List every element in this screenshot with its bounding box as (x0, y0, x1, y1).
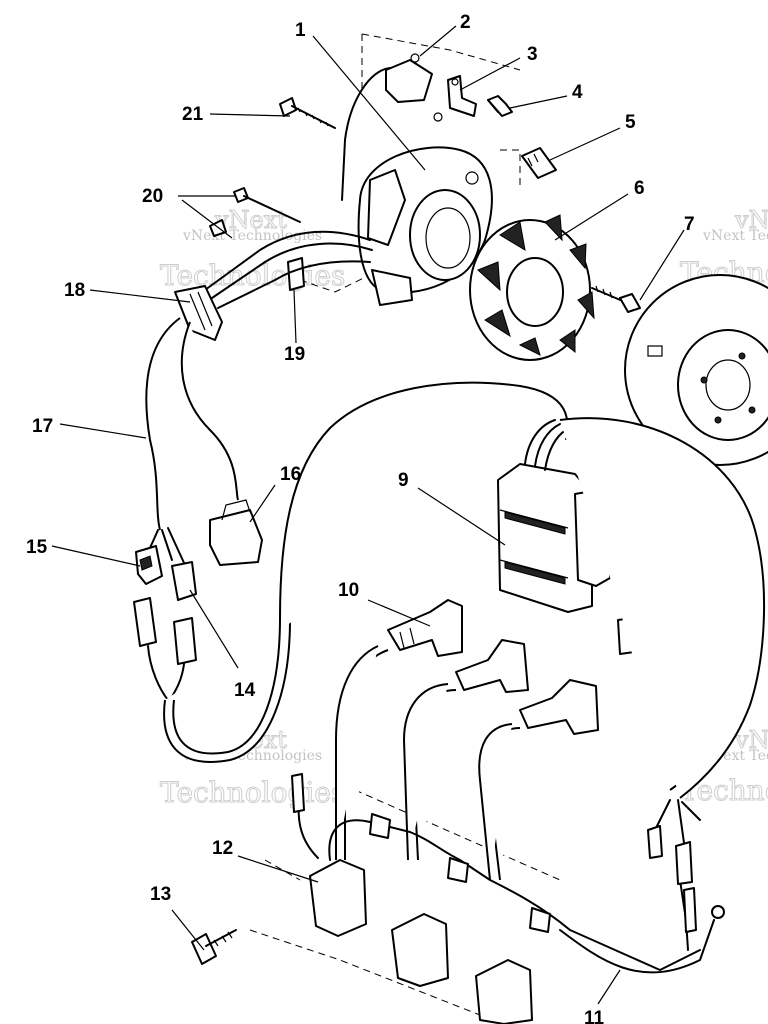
part-2-pickup-coil (341, 53, 433, 201)
stator-harness (204, 230, 373, 309)
callout-7: 7 (684, 214, 695, 235)
part-12-ignition-coils (291, 773, 701, 1024)
part-14-connectors (133, 561, 197, 701)
plug-wires (335, 645, 521, 881)
part-3-bracket (433, 75, 477, 122)
watermark-large-3: Technologies (160, 776, 345, 809)
flywheel (624, 274, 768, 466)
part-18-connector (174, 285, 223, 341)
callout-11: 11 (584, 1008, 605, 1024)
part-7-bolt (591, 285, 641, 313)
callout-14: 14 (234, 680, 256, 701)
callout-20: 20 (142, 186, 163, 207)
part-13-bolt (191, 929, 237, 965)
callout-18: 18 (64, 280, 85, 301)
callout-16: 16 (280, 464, 301, 485)
callout-6: 6 (634, 178, 645, 199)
main-loop-hose (163, 381, 569, 763)
part-4-screw (487, 95, 513, 117)
callout-4: 4 (572, 82, 583, 103)
alignment-dashes (249, 33, 561, 1016)
part-16-plug (209, 499, 263, 566)
callout-3: 3 (527, 44, 538, 65)
callout-5: 5 (625, 112, 636, 133)
part-9-cdi-box (497, 419, 635, 655)
callout-labels: 1 2 3 4 5 6 7 9 10 11 12 13 14 15 16 17 … (26, 12, 695, 1024)
callout-15: 15 (26, 537, 48, 558)
callout-2: 2 (460, 12, 471, 33)
part-21-bolt (279, 97, 336, 129)
part-1-stator-plate (357, 146, 493, 306)
callout-21: 21 (182, 104, 204, 125)
part-6-stator (469, 214, 595, 361)
part-10-plug-caps (387, 599, 599, 735)
part-15-connector (135, 545, 163, 585)
part-5-screw (521, 147, 557, 179)
callout-12: 12 (212, 838, 233, 859)
callout-1: 1 (295, 20, 306, 41)
callout-10: 10 (338, 580, 359, 601)
callout-9: 9 (398, 470, 409, 491)
callout-13: 13 (150, 884, 171, 905)
watermark-text-2: vNext Technologies (702, 228, 768, 244)
callout-19: 19 (284, 344, 305, 365)
part-11-wire-set (559, 825, 725, 974)
leader-lines (51, 25, 685, 1005)
callout-17: 17 (32, 416, 53, 437)
part-17-harness (145, 317, 239, 566)
watermark-brand-2: vNext (734, 206, 768, 234)
part-19-clamp (287, 257, 305, 291)
